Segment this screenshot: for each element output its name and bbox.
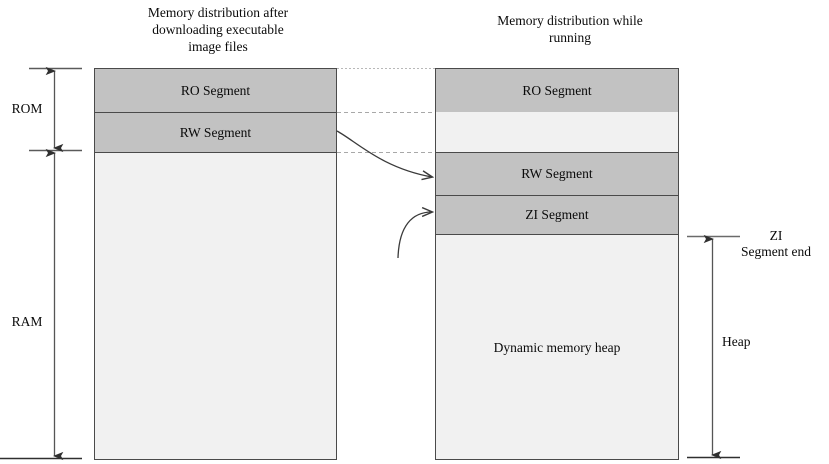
heap-range-label: Heap: [722, 334, 751, 349]
left-column-title: Memory distribution after downloading ex…: [147, 5, 289, 54]
rw-relocation-arrow: [336, 130, 432, 177]
right-segment-heap: Dynamic memory heap: [436, 235, 678, 461]
left-segment-rw-label: RW Segment: [179, 124, 252, 140]
right-memory-column: RO Segment RW Segment ZI Segment Dynamic…: [435, 68, 679, 460]
zi-creation-arrow: [397, 212, 432, 259]
right-segment-ro-label: RO Segment: [522, 82, 592, 98]
right-segment-zi-label: ZI Segment: [525, 207, 589, 222]
left-segment-rw: RW Segment: [94, 112, 337, 153]
right-segment-ro: RO Segment: [435, 68, 679, 113]
left-segment-ro-label: RO Segment: [180, 82, 251, 98]
ram-range-label: RAM: [11, 314, 43, 329]
right-column-title: Memory distribution while running: [497, 13, 643, 45]
left-memory-column: RO Segment RW Segment: [94, 68, 337, 460]
right-segment-rw: RW Segment: [435, 152, 679, 196]
right-segment-zi: ZI Segment: [435, 195, 679, 235]
right-segment-heap-label: Dynamic memory heap: [493, 340, 621, 355]
left-segment-ro: RO Segment: [94, 68, 337, 113]
right-segment-rw-label: RW Segment: [521, 166, 593, 181]
rom-range-label: ROM: [11, 101, 43, 116]
zi-segment-end-label: ZI Segment end: [740, 228, 812, 259]
right-segment-gap: [435, 112, 679, 153]
